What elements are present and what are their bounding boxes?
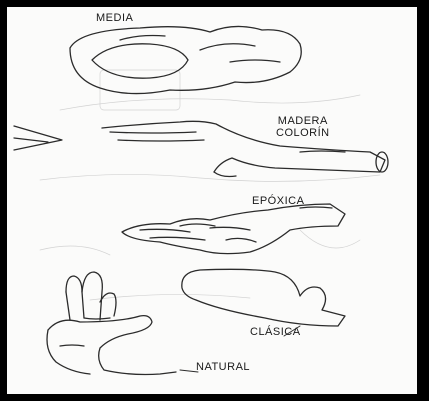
label-madera: MADERA <box>276 115 330 127</box>
madera-hand-drawing <box>102 121 388 176</box>
natural-hand-drawing <box>47 272 176 375</box>
label-colorin: COLORÍN <box>276 127 330 139</box>
media-glove-drawing <box>70 26 301 93</box>
label-epoxica: EPÓXICA <box>252 195 304 207</box>
label-clasica: CLÁSICA <box>250 326 301 338</box>
epoxica-hand-drawing <box>122 204 345 254</box>
label-media: MEDIA <box>96 12 133 24</box>
label-madera-colorin: MADERA COLORÍN <box>276 115 330 139</box>
clasica-mitten-drawing <box>182 269 345 326</box>
background-sketch <box>40 70 380 300</box>
label-natural: NATURAL <box>196 361 250 373</box>
edge-wedge <box>14 126 62 150</box>
